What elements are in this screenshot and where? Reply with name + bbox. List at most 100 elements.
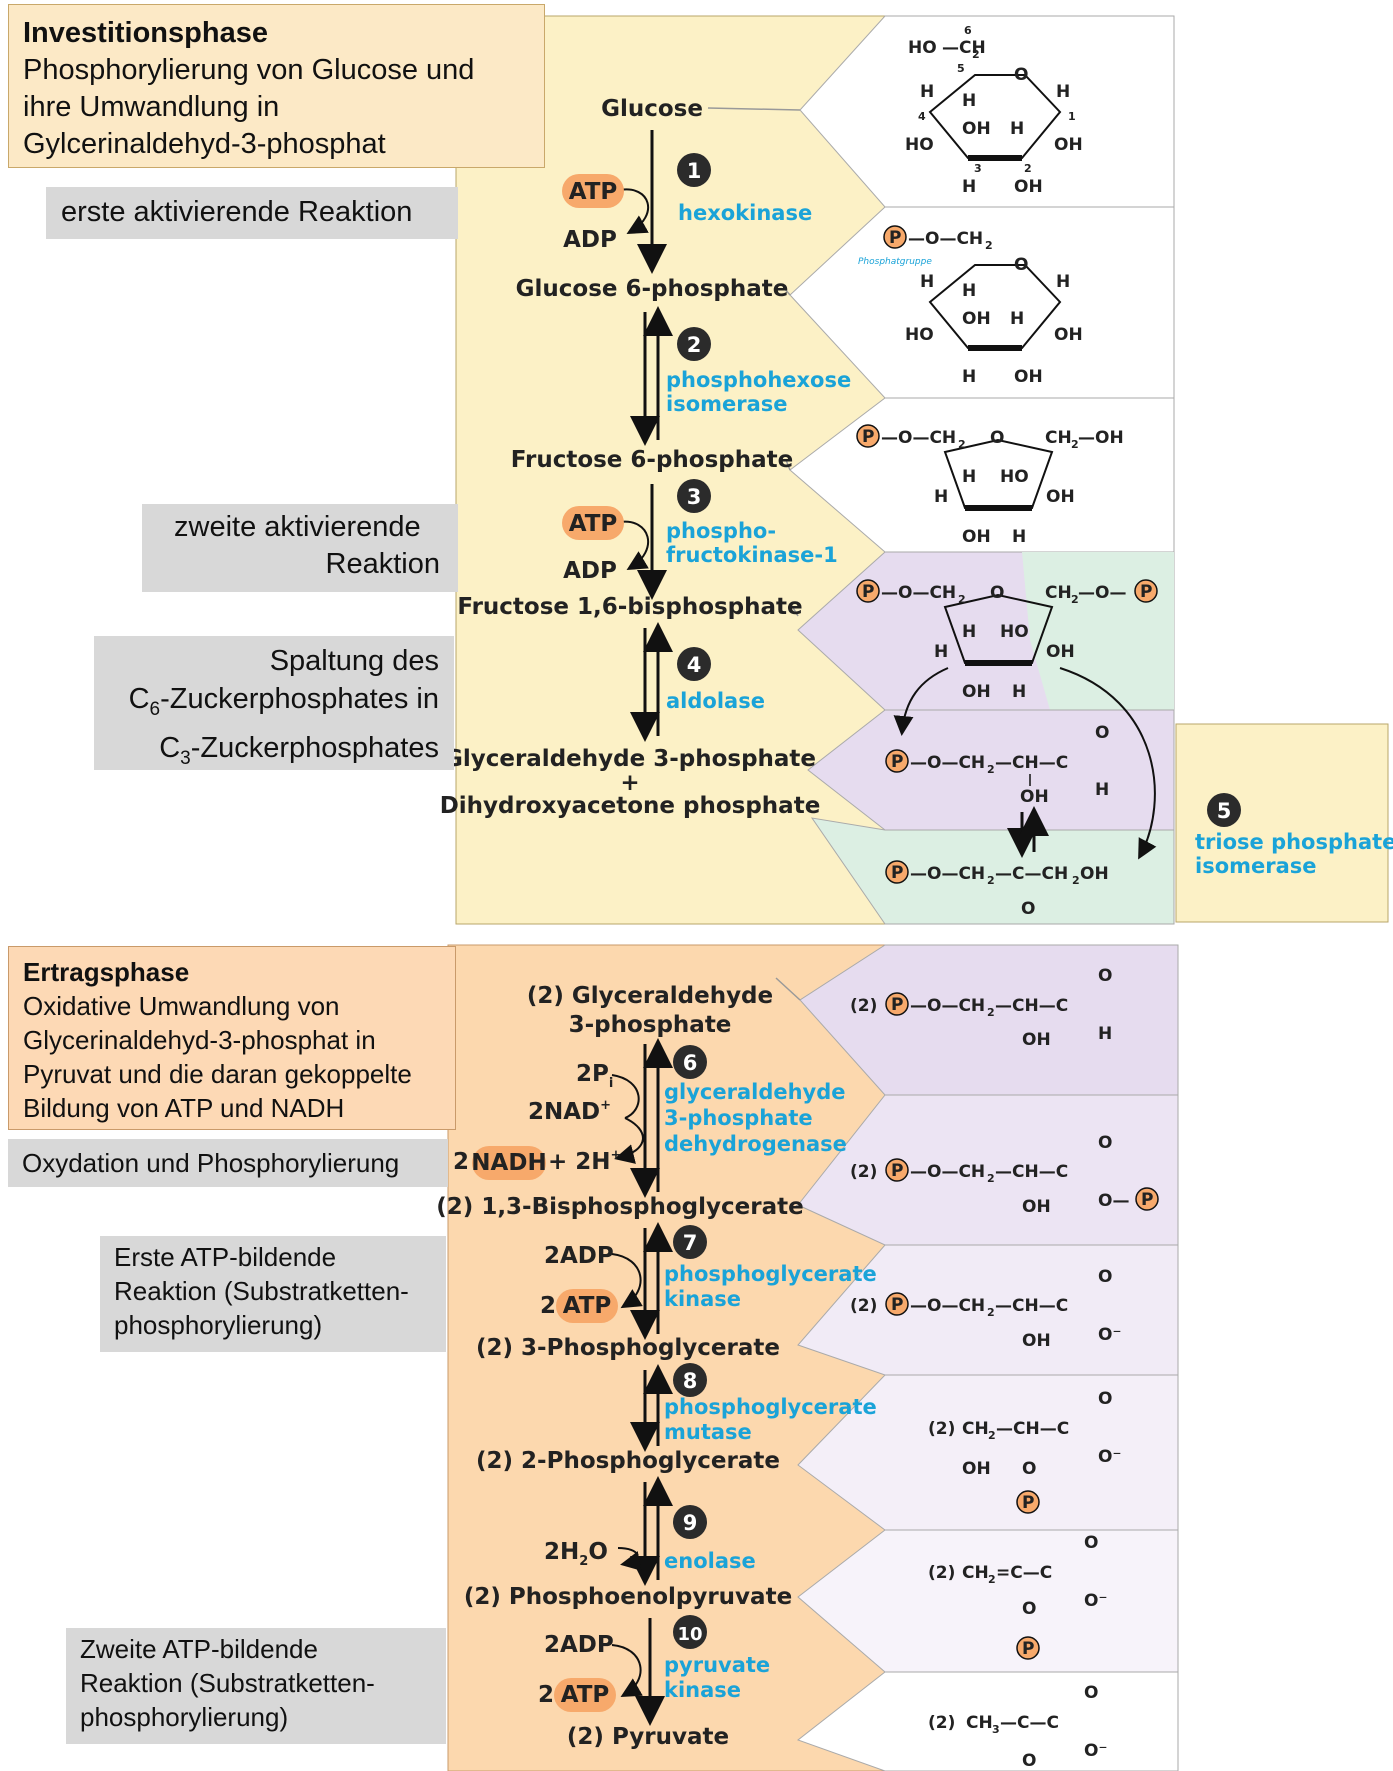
svg-text:H: H xyxy=(1056,82,1070,102)
svg-text:OH: OH xyxy=(1022,1030,1051,1050)
enzyme-enolase: enolase xyxy=(664,1549,756,1573)
svg-text:—C—C: —C—C xyxy=(1000,1713,1059,1733)
svg-text:—O—CH: —O—CH xyxy=(910,1162,985,1182)
svg-text:2: 2 xyxy=(987,874,995,887)
connectors xyxy=(707,107,801,1207)
svg-text:H: H xyxy=(962,622,976,642)
svg-text:—CH—C: —CH—C xyxy=(996,1419,1069,1439)
atp-label-3: ATP xyxy=(569,511,618,537)
svg-text:P: P xyxy=(891,752,903,772)
zweite-line-2: Reaktion xyxy=(325,548,440,580)
svg-text:O: O xyxy=(990,583,1004,603)
svg-text:OH: OH xyxy=(1046,642,1075,662)
enzyme-gapdh-line1: glyceraldehyde xyxy=(664,1080,846,1104)
svg-text:H: H xyxy=(1010,309,1024,329)
step-2-number: 2 xyxy=(687,333,702,357)
svg-text:CH: CH xyxy=(1045,428,1072,448)
ertragsphase-line-2: Glycerinaldehyd-3-phosphat in xyxy=(23,1025,376,1055)
svg-text:2: 2 xyxy=(972,48,980,61)
atp-label-7: ATP xyxy=(563,1293,612,1319)
ertragsphase-title: Ertragsphase xyxy=(23,957,190,987)
svg-text:CH: CH xyxy=(962,1419,989,1439)
svg-text:O: O xyxy=(1021,899,1035,919)
adp2-label-7: 2ADP xyxy=(544,1243,614,1269)
enzyme-pfk-line1: phospho- xyxy=(666,519,776,543)
investitionsphase-title: Investitionsphase xyxy=(23,17,268,49)
svg-text:(2): (2) xyxy=(850,1296,877,1316)
svg-text:H: H xyxy=(1012,682,1026,702)
svg-text:O: O xyxy=(1022,1599,1036,1619)
bpg-label: (2) 1,3-Bisphosphoglycerate xyxy=(436,1194,803,1220)
svg-text:CH: CH xyxy=(966,1713,993,1733)
g6p-label: Glucose 6-phosphate xyxy=(516,276,789,302)
nadh-pill xyxy=(472,1146,546,1180)
f16bp-label: Fructose 1,6-bisphosphate xyxy=(457,594,802,620)
svg-text:—CH: —CH xyxy=(942,38,986,58)
atp-pill-7 xyxy=(556,1289,618,1323)
tpi-panel xyxy=(1175,723,1389,923)
svg-text:P: P xyxy=(1140,582,1152,602)
svg-text:6: 6 xyxy=(964,24,972,37)
svg-text:H: H xyxy=(962,91,976,111)
svg-text:OH: OH xyxy=(962,309,991,329)
svg-text:—O—CH: —O—CH xyxy=(881,428,956,448)
svg-text:—O—CH: —O—CH xyxy=(908,229,983,249)
svg-text:(2): (2) xyxy=(928,1419,955,1439)
svg-text:OH: OH xyxy=(1022,1331,1051,1351)
enzyme-pfk-line2: fructokinase-1 xyxy=(666,543,838,567)
svg-text:HO: HO xyxy=(1000,622,1029,642)
svg-text:(2): (2) xyxy=(850,996,877,1016)
svg-text:OH: OH xyxy=(1022,1197,1051,1217)
step-10-number: 10 xyxy=(677,1624,702,1645)
step-6-number: 6 xyxy=(683,1051,698,1075)
zweite-aktivierende-label: zweite aktivierende Reaktion xyxy=(142,504,458,592)
nad-label: 2NAD+ xyxy=(528,1098,611,1125)
svg-text:O: O xyxy=(1084,1533,1098,1553)
enzyme-pgm-line2: mutase xyxy=(664,1420,752,1444)
nadh-prefix: 2 xyxy=(453,1149,469,1175)
svg-text:O: O xyxy=(1084,1683,1098,1703)
structure-panels-investment xyxy=(789,15,1175,925)
spaltung-label: Spaltung des C6-Zuckerphosphates in C3-Z… xyxy=(94,636,454,770)
ertragsphase-line-1: Oxidative Umwandlung von xyxy=(23,991,340,1021)
atp-label-10: ATP xyxy=(561,1682,610,1708)
svg-text:O⁻: O⁻ xyxy=(1084,1741,1107,1761)
svg-text:(2): (2) xyxy=(850,1162,877,1182)
svg-text:P: P xyxy=(891,863,903,883)
svg-text:H: H xyxy=(1010,119,1024,139)
svg-text:2: 2 xyxy=(988,1429,996,1442)
svg-text:O—: O— xyxy=(1098,1191,1129,1211)
enzyme-pgk-line1: phosphoglycerate xyxy=(664,1262,877,1286)
spaltung-line-3: C3-Zuckerphosphates xyxy=(159,731,439,769)
svg-text:1: 1 xyxy=(1068,110,1076,123)
svg-text:—C—CH: —C—CH xyxy=(995,864,1068,884)
svg-text:P: P xyxy=(891,1161,903,1181)
svg-text:—O—CH: —O—CH xyxy=(910,864,985,884)
step-1-number: 1 xyxy=(687,159,702,183)
investitionsphase-box: Investitionsphase Phosphorylierung von G… xyxy=(8,4,545,168)
structure-panels-yield xyxy=(796,944,1179,1771)
zweite-line-1: zweite aktivierende xyxy=(174,511,421,543)
step-7-number: 7 xyxy=(683,1231,698,1255)
atp-pill-1 xyxy=(562,174,624,208)
svg-text:OH: OH xyxy=(962,119,991,139)
zweite-atp-line-3: phosphorylierung) xyxy=(80,1702,289,1732)
h-label: + 2H+ xyxy=(548,1148,621,1175)
erste-atp-label: Erste ATP-bildende Reaktion (Substratket… xyxy=(100,1236,446,1352)
f6p-label: Fructose 6-phosphate xyxy=(511,447,794,473)
svg-text:2: 2 xyxy=(958,438,966,451)
svg-text:—CH—C: —CH—C xyxy=(995,753,1068,773)
svg-text:P: P xyxy=(891,1295,903,1315)
svg-text:O: O xyxy=(1098,1389,1112,1409)
enzyme-gapdh-line3: dehydrogenase xyxy=(664,1132,847,1156)
svg-text:O: O xyxy=(1095,723,1109,743)
atp2-prefix-7: 2 xyxy=(540,1293,556,1319)
adp2-label-10: 2ADP xyxy=(544,1632,614,1658)
spaltung-line-1: Spaltung des xyxy=(269,645,439,677)
svg-text:3: 3 xyxy=(992,1723,1000,1736)
plus-sign: + xyxy=(620,770,639,796)
